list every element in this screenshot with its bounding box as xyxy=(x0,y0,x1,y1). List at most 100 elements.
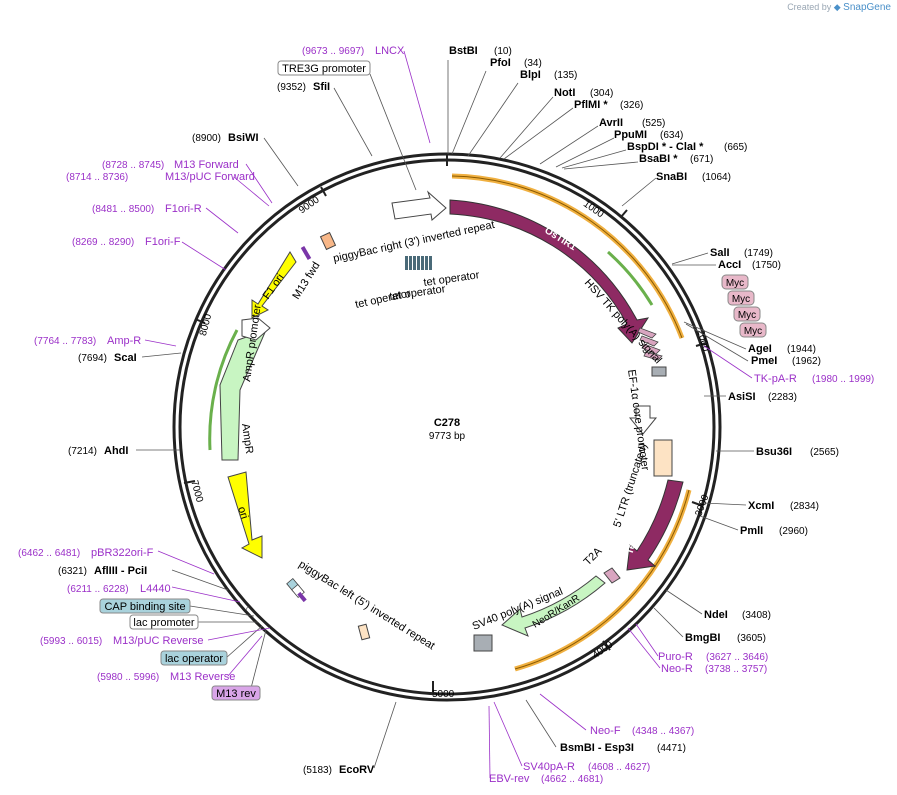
primer-ebv-rev-pos: (4662 .. 4681) xyxy=(541,774,603,785)
primer-m13-forward: M13 Forward xyxy=(174,159,239,171)
box-m13rev xyxy=(211,685,261,701)
feature-tre3g xyxy=(319,231,337,251)
enzyme-sali-pos: (1749) xyxy=(744,248,773,259)
credit-prefix: Created by xyxy=(787,2,832,12)
box-tre3g xyxy=(277,60,371,76)
feature-lac-elements xyxy=(286,578,307,603)
box-lacp xyxy=(129,614,199,630)
box-cap-label: CAP binding site xyxy=(104,601,185,613)
feature-tet-operators xyxy=(405,256,432,270)
plasmid-length: 9773 bp xyxy=(429,431,466,442)
tick-5000: 5000 xyxy=(432,689,455,700)
enzyme-pflmi-pos: (326) xyxy=(620,100,643,111)
enzyme-bsiwi: BsiWI xyxy=(228,132,259,144)
enzyme-ecorv: EcoRV xyxy=(339,764,375,776)
enzyme-ppumi-pos: (634) xyxy=(660,130,683,141)
enzyme-snabi: SnaBI xyxy=(656,171,687,183)
feature-hsv-box xyxy=(651,366,667,377)
box-lacp-label: lac promoter xyxy=(133,617,194,629)
primer-puro-r: Puro-R xyxy=(658,651,693,663)
primer-m13-reverse: M13 Reverse xyxy=(170,671,235,683)
enzyme-bsmbi-pos: (4471) xyxy=(657,743,686,754)
enzyme-bsmbi: BsmBI - Esp3I xyxy=(560,742,634,754)
enzyme-avrii-pos: (525) xyxy=(642,118,665,129)
feature-neo xyxy=(501,575,606,637)
primer-f1ori-r: F1ori-R xyxy=(165,203,202,215)
plasmid-name: C278 xyxy=(434,417,460,429)
enzyme-ndei-pos: (3408) xyxy=(742,610,771,621)
enzyme-sfii: SfiI xyxy=(313,81,330,93)
leader-lines xyxy=(136,60,754,769)
enzyme-pflmi: PflMI * xyxy=(574,99,608,111)
enzyme-scai-pos: (7694) xyxy=(78,353,107,364)
primer-m13puc-forward: M13/pUC Forward xyxy=(165,171,255,183)
snapgene-credit: Created by ◆ SnapGene xyxy=(787,2,891,13)
primer-m13-forward-pos: (8728 .. 8745) xyxy=(102,160,164,171)
primer-ebv-rev: EBV-rev xyxy=(489,773,530,785)
primer-neo-r: Neo-R xyxy=(661,663,693,675)
primer-f1ori-r-pos: (8481 .. 8500) xyxy=(92,204,154,215)
primer-l4440: L4440 xyxy=(140,583,171,595)
enzyme-ahdi: AhdI xyxy=(104,445,128,457)
primer-f1ori-f: F1ori-F xyxy=(145,236,181,248)
box-laco xyxy=(160,650,228,666)
feature-f1ori xyxy=(251,251,297,319)
feature-myc-marks xyxy=(637,327,663,361)
label-f1ori: F1 ori xyxy=(261,272,287,302)
feature-ltr xyxy=(653,439,673,477)
enzyme-bsu36i-pos: (2565) xyxy=(810,447,839,458)
snapgene-logo-icon: ◆ xyxy=(833,2,841,12)
feature-t2a xyxy=(603,567,621,584)
enzyme-avrii: AvrII xyxy=(599,117,623,129)
box-tre3g-label: TRE3G promoter xyxy=(282,63,366,75)
primer-lncx-pos: (9673 .. 9697) xyxy=(302,46,364,57)
feature-pb-left xyxy=(357,623,371,641)
orange-arc-right-core xyxy=(514,489,690,670)
green-arc-ampr xyxy=(208,329,239,451)
enzyme-blpi: BlpI xyxy=(520,69,541,81)
enzyme-bspdi-pos: (665) xyxy=(724,142,747,153)
enzyme-scai: ScaI xyxy=(114,352,137,364)
primer-tk-pa-r-pos: (1980 .. 1999) xyxy=(812,374,874,385)
label-tetop3: tet operator xyxy=(389,283,447,303)
orange-arc-top-core xyxy=(451,175,683,339)
myc-label-4: Myc xyxy=(744,326,762,337)
enzyme-bstbi-pos: (10) xyxy=(494,46,512,57)
primer-amp-r-pos: (7764 .. 7783) xyxy=(34,336,96,347)
label-m13fwd: M13 fwd xyxy=(290,260,322,302)
primer-sv40pa-r: SV40pA-R xyxy=(523,761,575,773)
enzyme-noti-pos: (304) xyxy=(590,88,613,99)
myc-box-1 xyxy=(721,274,749,290)
enzyme-snabi-pos: (1064) xyxy=(702,172,731,183)
primer-neo-f: Neo-F xyxy=(590,725,621,737)
enzyme-afliii-pos: (6321) xyxy=(58,566,87,577)
primer-m13-reverse-pos: (5980 .. 5996) xyxy=(97,672,159,683)
enzyme-pmei: PmeI xyxy=(751,355,777,367)
box-laco-label: lac operator xyxy=(165,653,223,665)
enzyme-afliii: AflIII - PciI xyxy=(94,565,147,577)
enzyme-pfoi: PfoI xyxy=(490,57,511,69)
myc-labels: Myc Myc Myc Myc xyxy=(721,274,767,338)
myc-label-2: Myc xyxy=(732,294,750,305)
enzyme-bsiwi-pos: (8900) xyxy=(192,133,221,144)
primer-lines xyxy=(144,50,753,779)
primer-puro-r-pos: (3627 .. 3646) xyxy=(706,652,768,663)
enzyme-pmei-pos: (1962) xyxy=(792,356,821,367)
enzyme-ndei: NdeI xyxy=(704,609,728,621)
enzyme-asisi-pos: (2283) xyxy=(768,392,797,403)
tick-8000: 8000 xyxy=(198,312,214,337)
feature-teton xyxy=(626,479,684,571)
feature-ostir1 xyxy=(449,199,650,344)
enzyme-bspdi: BspDI * - ClaI * xyxy=(627,141,704,153)
label-t2a: T2A xyxy=(582,545,605,568)
orange-arc-top xyxy=(451,173,685,339)
myc-label-3: Myc xyxy=(738,310,756,321)
inner-ticks xyxy=(183,154,707,692)
primer-neo-f-pos: (4348 .. 4367) xyxy=(632,726,694,737)
enzyme-pfoi-pos: (34) xyxy=(524,58,542,69)
enzyme-bsu36i: Bsu36I xyxy=(756,446,792,458)
enzyme-bstbi: BstBI xyxy=(449,45,478,57)
primer-amp-r: Amp-R xyxy=(107,335,141,347)
feature-ampr-promoter xyxy=(241,317,271,341)
